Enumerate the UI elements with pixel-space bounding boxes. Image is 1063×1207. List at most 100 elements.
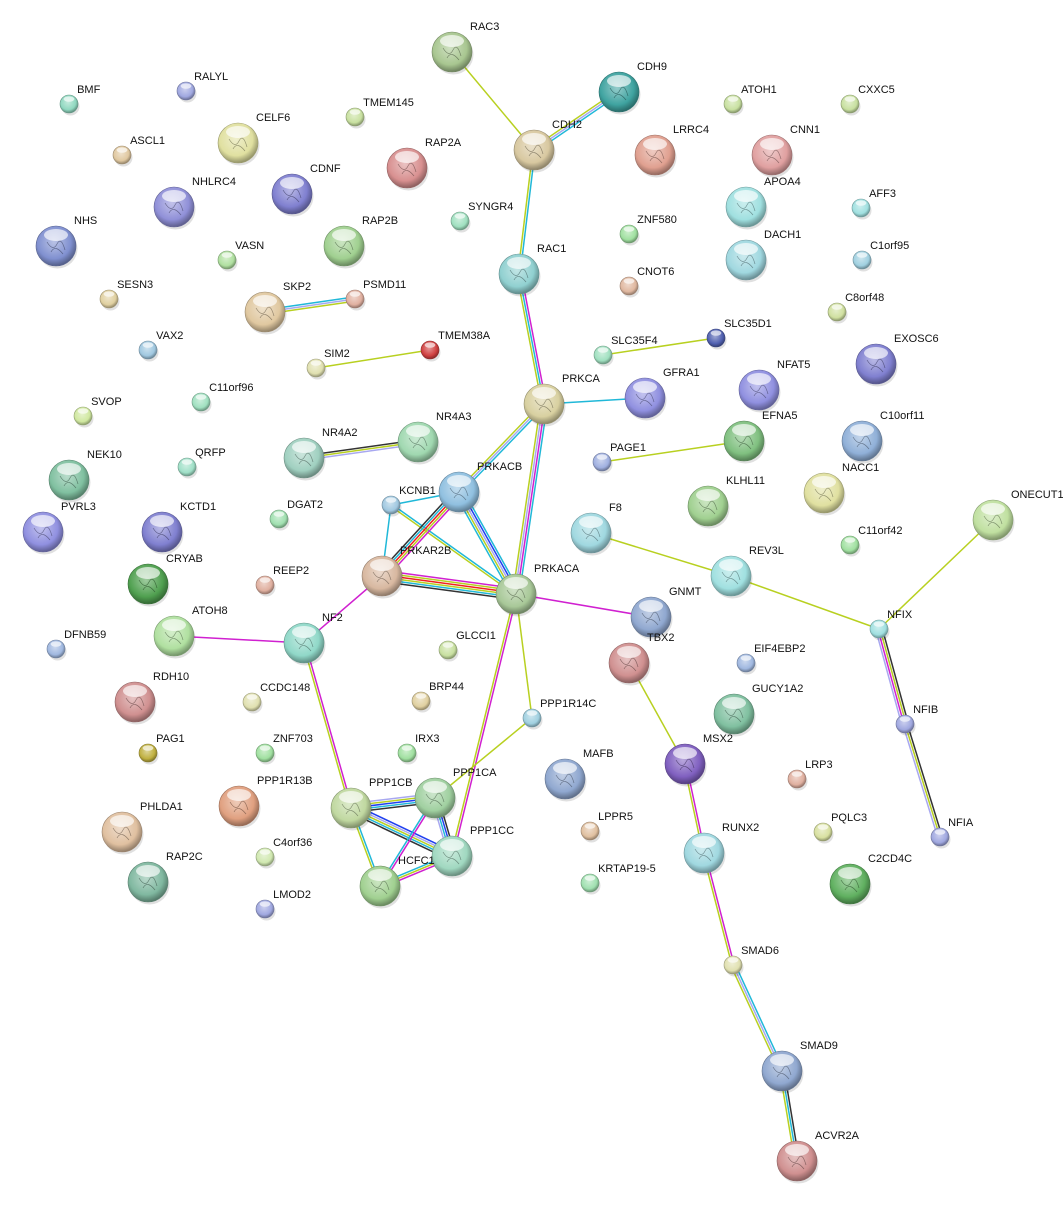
protein-node[interactable]: DFNB59 <box>46 629 106 661</box>
node-label[interactable]: RAP2A <box>425 137 462 149</box>
node-label[interactable]: CDH2 <box>552 119 582 131</box>
node-label[interactable]: DFNB59 <box>64 629 106 641</box>
edge-ATOH8-NF2[interactable] <box>173 635 305 644</box>
protein-node[interactable]: ZNF703 <box>255 733 313 765</box>
edge-SIM2-TMEM38A[interactable] <box>315 349 431 369</box>
node-label[interactable]: AFF3 <box>869 188 896 200</box>
edge-ONECUT1-NFIX[interactable] <box>878 519 994 630</box>
node-label[interactable]: SMAD9 <box>800 1040 838 1052</box>
protein-node[interactable]: C10orf11 <box>841 410 924 464</box>
protein-node[interactable]: ACVR2A <box>776 1130 860 1184</box>
protein-node[interactable]: RDH10 <box>114 671 189 725</box>
node-label[interactable]: VASN <box>235 240 264 252</box>
protein-node[interactable]: PHLDA1 <box>101 801 183 855</box>
node-label[interactable]: GNMT <box>669 586 702 598</box>
protein-node[interactable]: NFAT5 <box>738 359 810 413</box>
protein-node[interactable]: PRKCA <box>523 373 601 427</box>
node-label[interactable]: KCNB1 <box>399 485 436 497</box>
protein-node[interactable]: ATOH8 <box>153 605 228 659</box>
protein-node[interactable]: F8 <box>570 502 622 556</box>
node-label[interactable]: KRTAP19-5 <box>598 863 656 875</box>
protein-node[interactable]: ONECUT1 <box>972 489 1063 543</box>
protein-node[interactable]: C11orf42 <box>840 525 903 557</box>
protein-node[interactable]: REV3L <box>710 545 784 599</box>
node-label[interactable]: DGAT2 <box>287 499 323 511</box>
protein-node[interactable]: HCFC1 <box>359 855 435 909</box>
protein-node[interactable]: DGAT2 <box>269 499 323 531</box>
protein-node[interactable]: SLC35F4 <box>593 335 658 367</box>
edge-KCNB1-PRKACA[interactable] <box>389 503 518 596</box>
node-label[interactable]: PQLC3 <box>831 812 867 824</box>
node-label[interactable]: CDNF <box>310 163 341 175</box>
node-label[interactable]: EIF4EBP2 <box>754 643 805 655</box>
node-label[interactable]: PPP1R14C <box>540 698 596 710</box>
node-label[interactable]: PPP1CB <box>369 777 412 789</box>
node-label[interactable]: REEP2 <box>273 565 309 577</box>
node-label[interactable]: RAC3 <box>470 21 499 33</box>
node-label[interactable]: CNN1 <box>790 124 820 136</box>
protein-node[interactable]: NHLRC4 <box>153 176 236 230</box>
protein-node[interactable]: RAP2C <box>127 851 203 905</box>
node-label[interactable]: NHLRC4 <box>192 176 236 188</box>
node-label[interactable]: RDH10 <box>153 671 189 683</box>
node-label[interactable]: C4orf36 <box>273 837 312 849</box>
protein-node[interactable]: GNMT <box>630 586 702 640</box>
protein-node[interactable]: SMAD9 <box>761 1040 838 1094</box>
node-label[interactable]: LMOD2 <box>273 889 311 901</box>
protein-node[interactable]: GFRA1 <box>624 367 700 421</box>
protein-node[interactable]: KRTAP19-5 <box>580 863 656 895</box>
protein-node[interactable]: QRFP <box>177 447 226 479</box>
node-label[interactable]: C11orf96 <box>209 382 253 394</box>
protein-node[interactable]: SKP2 <box>244 281 311 335</box>
node-label[interactable]: PSMD11 <box>363 279 406 291</box>
protein-node[interactable]: C11orf96 <box>191 382 254 414</box>
node-label[interactable]: CDH9 <box>637 61 667 73</box>
edge-F8-REV3L[interactable] <box>590 532 732 577</box>
node-label[interactable]: LRRC4 <box>673 124 709 136</box>
edge-NF2-PPP1CB[interactable] <box>302 642 353 809</box>
protein-node[interactable]: NACC1 <box>803 462 879 516</box>
protein-node[interactable]: ZNF580 <box>619 214 677 246</box>
node-label[interactable]: GFRA1 <box>663 367 700 379</box>
protein-node[interactable]: CNOT6 <box>619 266 674 298</box>
protein-node[interactable]: NFIB <box>895 704 938 736</box>
protein-node[interactable]: PPP1R14C <box>522 698 596 730</box>
node-label[interactable]: NFIX <box>887 609 913 621</box>
protein-node[interactable]: PPP1CC <box>431 825 514 879</box>
protein-node[interactable]: ATOH1 <box>723 84 777 116</box>
protein-node[interactable]: LRP3 <box>787 759 833 791</box>
protein-node[interactable]: IRX3 <box>397 733 440 765</box>
node-label[interactable]: RAP2C <box>166 851 203 863</box>
protein-node[interactable]: REEP2 <box>255 565 309 597</box>
node-label[interactable]: SMAD6 <box>741 945 779 957</box>
node-label[interactable]: GUCY1A2 <box>752 683 803 695</box>
node-label[interactable]: LRP3 <box>805 759 833 771</box>
node-label[interactable]: RAC1 <box>537 243 566 255</box>
node-label[interactable]: SYNGR4 <box>468 201 513 213</box>
protein-node[interactable]: GUCY1A2 <box>713 683 803 737</box>
node-label[interactable]: SVOP <box>91 396 122 408</box>
edge-RAC1-PRKCA[interactable] <box>516 273 547 405</box>
node-label[interactable]: PRKAR2B <box>400 545 451 557</box>
node-label[interactable]: SIM2 <box>324 348 350 360</box>
protein-node[interactable]: NFIX <box>869 609 913 641</box>
protein-node[interactable]: DACH1 <box>725 229 801 283</box>
protein-node[interactable]: SLC35D1 <box>706 318 772 350</box>
node-label[interactable]: TMEM145 <box>363 97 414 109</box>
node-label[interactable]: REV3L <box>749 545 784 557</box>
node-label[interactable]: NACC1 <box>842 462 879 474</box>
protein-node[interactable]: PAG1 <box>138 733 185 765</box>
protein-node[interactable]: BRP44 <box>411 681 464 713</box>
protein-node[interactable]: NHS <box>35 215 97 269</box>
node-label[interactable]: C1orf95 <box>870 240 909 252</box>
node-label[interactable]: NFIA <box>948 817 974 829</box>
protein-node[interactable]: TMEM145 <box>345 97 414 129</box>
protein-node[interactable]: SIM2 <box>306 348 350 380</box>
node-label[interactable]: ONECUT1 <box>1011 489 1063 501</box>
protein-node[interactable]: KCNB1 <box>381 485 436 517</box>
protein-node[interactable]: MSX2 <box>664 733 733 787</box>
edge-REV3L-NFIX[interactable] <box>730 575 880 630</box>
node-label[interactable]: ATOH8 <box>192 605 228 617</box>
node-label[interactable]: ASCL1 <box>130 135 165 147</box>
protein-node[interactable]: VAX2 <box>138 330 183 362</box>
